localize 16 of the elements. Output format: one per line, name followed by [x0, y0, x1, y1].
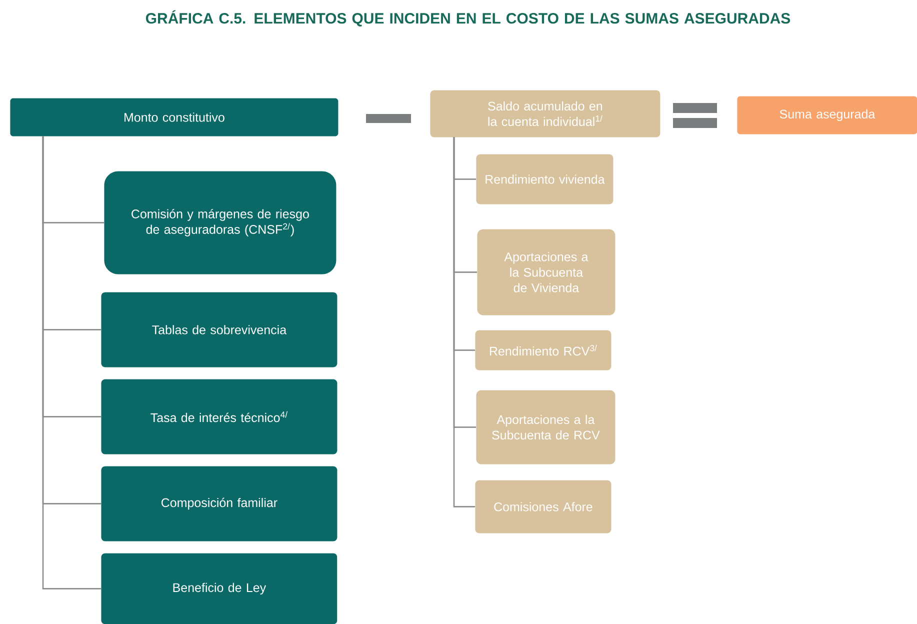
- connector-line: [453, 137, 475, 508]
- factor-box: Comisiones Afore: [475, 480, 612, 534]
- factor-box: Tablas de sobrevivencia: [101, 292, 338, 368]
- factor-box: Saldo acumulado en la cuenta individual$^{1/}$: [430, 90, 660, 138]
- chart-title: GRÁFICA C.5. ELEMENTOS QUE INCIDEN EN EL COSTO DE LAS SUMAS ASEGURADAS: [146, 10, 790, 26]
- factor-box: Beneficio de Ley: [101, 553, 338, 624]
- factor-box: Rendimiento RCV$^{3/}$: [475, 330, 612, 370]
- factor-box: Monto constitutivo: [10, 98, 338, 136]
- connector-line: [42, 136, 101, 590]
- factor-box: Rendimiento vivienda: [476, 154, 614, 204]
- factor-box: Aportaciones a la Subcuenta de RCV: [476, 390, 616, 464]
- result-box: Suma asegurada: [737, 96, 917, 134]
- factor-box: Tasa de interés técnico$^{4/}$: [101, 379, 338, 454]
- factor-box: Aportaciones a la Subcuenta de Vivienda: [477, 229, 616, 316]
- factor-box: Comisión y márgenes de riesgo de aseguradoras (CNSF$^{2/}$): [104, 171, 336, 274]
- factor-box: Composición familiar: [101, 466, 338, 542]
